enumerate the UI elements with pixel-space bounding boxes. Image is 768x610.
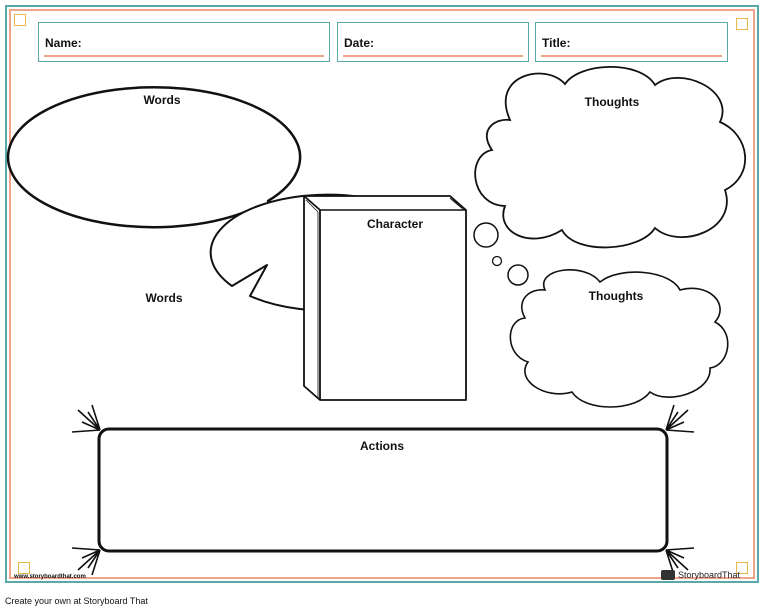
thoughts-bottom-label: Thoughts	[589, 289, 644, 303]
date-field[interactable]: Date:	[337, 22, 529, 62]
name-label: Name:	[45, 36, 82, 50]
outer-border	[5, 5, 759, 583]
date-underline	[343, 55, 523, 57]
corner-ornament-bottom-right	[736, 562, 748, 574]
words-top-label: Words	[143, 93, 180, 107]
actions-box[interactable]: Actions	[71, 404, 695, 576]
corner-burst-decorations	[71, 404, 695, 576]
brand-logo[interactable]: StoryboardThat	[661, 570, 740, 580]
create-your-own-link[interactable]: Create your own at Storyboard That	[5, 596, 148, 606]
character-book[interactable]: Character	[303, 195, 467, 401]
thought-connector-bubbles	[473, 222, 529, 286]
storyboard-logo-icon	[661, 570, 675, 580]
character-label: Character	[367, 217, 423, 231]
words-speech-bubble-top[interactable]: Words	[6, 86, 302, 242]
corner-ornament-bottom-left	[18, 562, 30, 574]
corner-ornament-top-left	[14, 14, 26, 26]
corner-ornament-top-right	[736, 18, 748, 30]
inner-border	[9, 9, 755, 579]
title-field[interactable]: Title:	[535, 22, 728, 62]
brand-name: StoryboardThat	[678, 570, 741, 580]
site-url[interactable]: www.storyboardthat.com	[14, 574, 86, 580]
title-underline	[541, 55, 722, 57]
thoughts-cloud-bottom[interactable]: Thoughts	[509, 269, 729, 408]
words-bottom-label: Words	[145, 291, 182, 305]
thoughts-cloud-top[interactable]: Thoughts	[474, 66, 747, 249]
name-underline	[44, 55, 324, 57]
title-label: Title:	[542, 36, 571, 50]
worksheet: Name: Date: Title: Words Words Thoughts	[5, 5, 759, 583]
date-label: Date:	[344, 36, 375, 50]
actions-label: Actions	[360, 439, 404, 453]
graphic-organizer: Words Words Thoughts Thoughts	[6, 66, 747, 576]
thoughts-top-label: Thoughts	[585, 95, 640, 109]
name-field[interactable]: Name:	[38, 22, 330, 62]
